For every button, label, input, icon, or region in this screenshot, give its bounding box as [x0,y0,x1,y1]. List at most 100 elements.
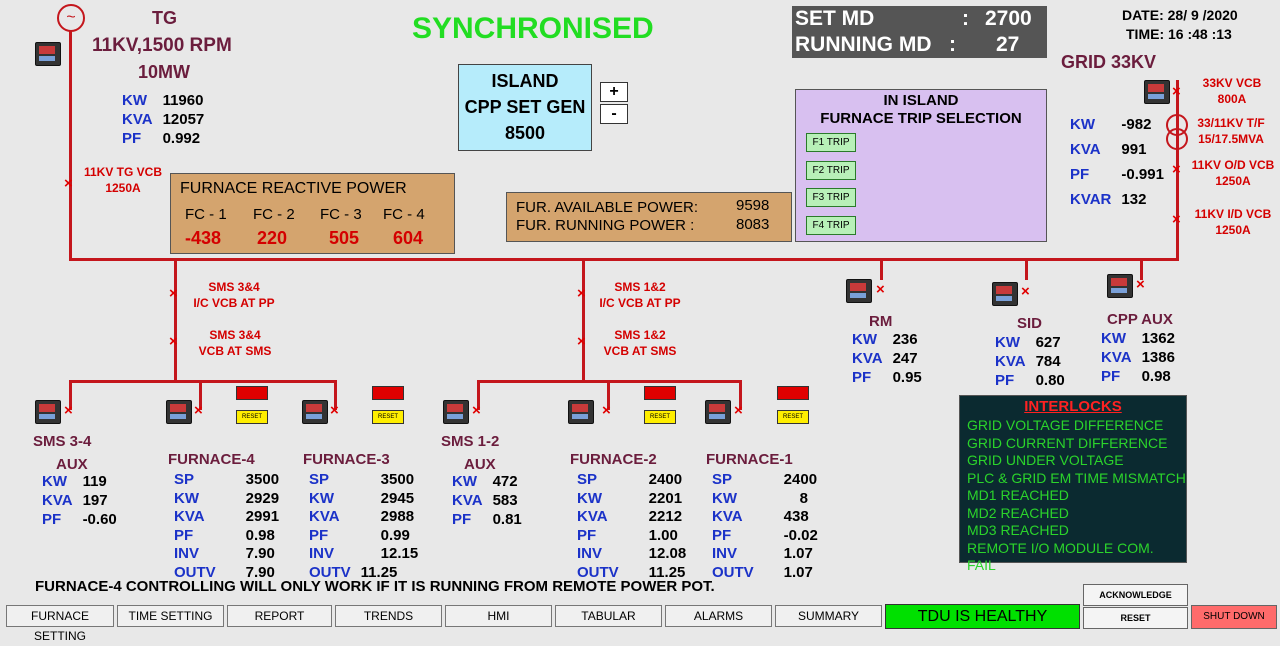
f4-name: FURNACE-4 [168,451,255,468]
island-line2: CPP SET GEN [464,97,586,117]
f1-meter-icon[interactable] [705,400,731,424]
f1-reset-button[interactable]: RESET [777,410,809,424]
nav-trends[interactable]: TRENDS [335,605,442,627]
sms34aux-breaker[interactable]: × [64,402,73,419]
grid-meter-icon[interactable] [1144,80,1170,104]
nav-furnace-setting[interactable]: FURNACE SETTING [6,605,114,643]
fc4-value: 604 [393,228,424,248]
f4-sp-label: SP [174,471,195,488]
grid-33kv-vcb-breaker[interactable]: × [1172,83,1181,100]
f1-status-indicator [777,386,809,400]
running-md-colon: : [949,33,956,56]
nav-alarms[interactable]: ALARMS [665,605,772,627]
sms12-vcb-breaker[interactable]: × [577,333,586,350]
sms34-ic-name: SMS 3&4 [208,280,260,294]
generator-icon[interactable]: ~ [57,4,85,32]
tg-kva-value: 12057 [162,111,205,128]
nav-report[interactable]: REPORT [227,605,332,627]
time-display: TIME: 16 :48 :13 [1126,26,1232,42]
f3-reset-button[interactable]: RESET [372,410,404,424]
cppaux-kw-label: KW [1101,330,1126,347]
f2-trip-button[interactable]: F2 TRIP [806,161,856,180]
interlock-item: PLC & GRID EM TIME MISMATCH [967,469,1186,486]
cppaux-kva-label: KVA [1101,349,1132,366]
f4-meter-icon[interactable] [166,400,192,424]
island-minus-button[interactable]: - [600,104,628,124]
sms34aux-drop [69,380,72,410]
f3-kw-label: KW [309,489,334,507]
nav-hmi[interactable]: HMI [445,605,552,627]
grid-od-vcb-rating: 1250A [1215,174,1251,188]
sid-meter-icon[interactable] [992,282,1018,306]
f2-kw-value: 2201 [648,489,683,507]
acknowledge-button[interactable]: ACKNOWLEDGE [1083,584,1188,606]
sms34-vcb-breaker[interactable]: × [169,333,178,350]
shutdown-button[interactable]: SHUT DOWN [1191,605,1277,629]
tg-rating: 10MW [138,62,191,82]
cppaux-meter-icon[interactable] [1107,274,1133,298]
grid-od-vcb-breaker[interactable]: × [1172,161,1181,178]
sid-pf-label: PF [995,372,1015,389]
island-value: 8500 [504,123,546,143]
f2-meter-icon[interactable] [568,400,594,424]
f1-kva-label: KVA [712,508,743,525]
sms34-ic-vcb-breaker[interactable]: × [169,285,178,302]
rm-breaker[interactable]: × [876,281,885,298]
date-label: DATE: [1122,7,1164,23]
grid-33kv-vcb-name: 33KV VCB [1202,76,1262,90]
sms12-ic-name: SMS 1&2 [614,280,666,294]
island-plus-button[interactable]: + [600,82,628,102]
set-md-colon: : [962,7,969,30]
tg-kva-label: KVA [122,111,153,128]
tg-vcb-breaker[interactable]: × [64,175,73,192]
rm-meter-icon[interactable] [846,279,872,303]
f1-trip-button[interactable]: F1 TRIP [806,133,856,152]
sms12-vcb-desc: VCB AT SMS [603,344,677,358]
sms12-ic-vcb-breaker[interactable]: × [577,285,586,302]
transformer-icon[interactable] [1166,114,1188,150]
f3-meter-icon[interactable] [302,400,328,424]
f2-reset-button[interactable]: RESET [644,410,676,424]
f4-breaker[interactable]: × [194,402,203,419]
tdu-health-status: TDU IS HEALTHY [885,604,1080,629]
tg-meter-icon[interactable] [35,42,61,66]
f1-breaker[interactable]: × [734,402,743,419]
tg-feeder-wire [69,30,72,260]
f2-pf-value: 1.00 [648,526,678,544]
nav-tabular[interactable]: TABULAR [555,605,662,627]
sms34aux-pf-value: -0.60 [82,511,117,528]
f1-sp-label: SP [712,471,733,488]
f3-trip-button[interactable]: F3 TRIP [806,188,856,207]
grid-kva-value: 991 [1121,141,1147,158]
f2-kw-label: KW [577,489,602,507]
island-panel[interactable]: ISLAND CPP SET GEN 8500 [458,64,592,151]
sid-breaker[interactable]: × [1021,283,1030,300]
f4-trip-button[interactable]: F4 TRIP [806,216,856,235]
f4-reset-button[interactable]: RESET [236,410,268,424]
f4-drop [199,380,202,410]
f2-pf-label: PF [577,526,597,544]
sync-status-title: SYNCHRONISED [412,12,654,45]
sms12aux-breaker[interactable]: × [472,402,481,419]
sms34aux-meter-icon[interactable] [35,400,61,424]
rm-kva-value: 247 [892,350,918,367]
nav-time-setting[interactable]: TIME SETTING [117,605,224,627]
f3-breaker[interactable]: × [330,402,339,419]
nav-summary[interactable]: SUMMARY [775,605,882,627]
sms12aux-meter-icon[interactable] [443,400,469,424]
f2-sp-value: 2400 [648,471,683,488]
rm-pf-label: PF [852,369,872,386]
trip-title1: IN ISLAND [883,92,959,109]
f3-drop [334,380,337,410]
reset-button[interactable]: RESET [1083,607,1188,629]
grid-id-vcb-breaker[interactable]: × [1172,211,1181,228]
fc3-header: FC - 3 [320,206,362,223]
f2-breaker[interactable]: × [602,402,611,419]
cppaux-breaker[interactable]: × [1136,276,1145,293]
